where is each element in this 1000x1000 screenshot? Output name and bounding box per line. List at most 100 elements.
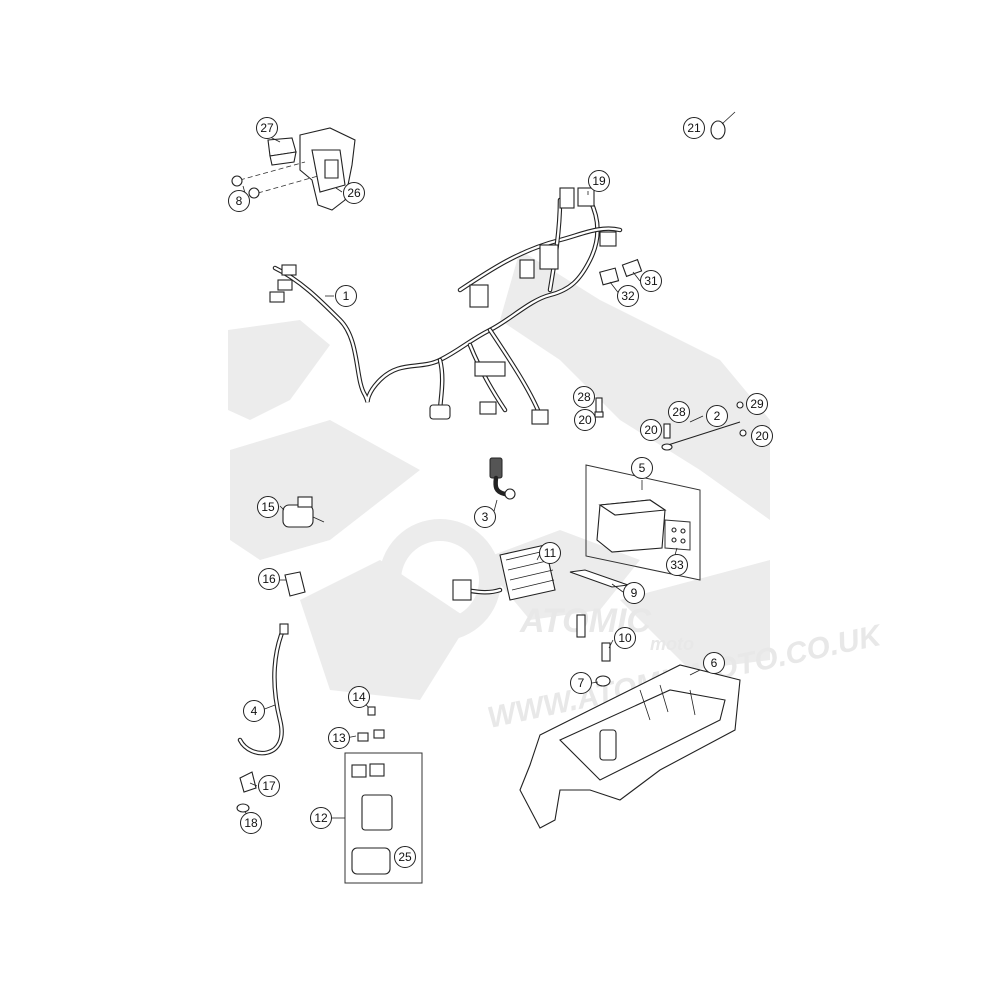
callout-label: 14: [352, 690, 366, 704]
callout-c6: 6: [703, 652, 725, 674]
callout-label: 11: [544, 546, 557, 560]
callout-c7: 7: [570, 672, 592, 694]
callout-label: 1: [343, 289, 350, 303]
callout-circle: [617, 285, 639, 307]
callout-circle: [640, 419, 662, 441]
callout-circle: [474, 506, 496, 528]
connector-19: [577, 187, 595, 207]
callout-circle: [328, 727, 350, 749]
callout-c20a: 20: [574, 409, 596, 431]
callout-c5: 5: [631, 457, 653, 479]
callout-circle: [588, 170, 610, 192]
watermark-graphic: [228, 250, 770, 700]
callout-c21: 21: [683, 117, 705, 139]
callout-c17: 17: [258, 775, 280, 797]
callout-label: 16: [262, 572, 276, 586]
callout-c28a: 28: [573, 386, 595, 408]
callout-label: 25: [398, 850, 412, 864]
callout-c29: 29: [746, 393, 768, 415]
callout-label: 29: [750, 397, 764, 411]
clip-13: [357, 729, 385, 742]
callout-c19: 19: [588, 170, 610, 192]
cable-end-17: [239, 771, 257, 793]
callout-label: 20: [578, 413, 592, 427]
starter-cable: [237, 623, 289, 756]
callout-circle: [348, 686, 370, 708]
callout-circle: [343, 182, 365, 204]
callout-c9: 9: [623, 582, 645, 604]
callout-circle: [573, 386, 595, 408]
callout-circle: [746, 393, 768, 415]
callout-circle: [228, 190, 250, 212]
callout-c28b: 28: [668, 401, 690, 423]
cable-tie: [710, 111, 736, 140]
callout-c13: 13: [328, 727, 350, 749]
callout-c33: 33: [666, 554, 688, 576]
callout-circle: [394, 846, 416, 868]
callout-label: 32: [621, 289, 635, 303]
callout-label: 6: [711, 656, 718, 670]
callout-label: 27: [260, 121, 274, 135]
callout-c2: 2: [706, 405, 728, 427]
callout-circle: [240, 812, 262, 834]
callout-circle: [570, 672, 592, 694]
callout-circle: [751, 425, 773, 447]
main-wiring-harness: [269, 187, 623, 425]
callout-c16: 16: [258, 568, 280, 590]
callout-circle: [614, 627, 636, 649]
callout-circle: [623, 582, 645, 604]
cap-16: [284, 571, 306, 597]
callout-circle: [666, 554, 688, 576]
callout-circle: [574, 409, 596, 431]
callout-label: 28: [577, 390, 591, 404]
clip-14: [367, 706, 376, 716]
battery-tray: [519, 664, 741, 829]
callout-label: 2: [714, 409, 721, 423]
callout-circle: [703, 652, 725, 674]
callout-c18: 18: [240, 812, 262, 834]
fuse-box-group: [344, 752, 423, 884]
callout-c3: 3: [474, 506, 496, 528]
callout-circle: [310, 807, 332, 829]
fastener-7: [595, 675, 611, 687]
callout-c14: 14: [348, 686, 370, 708]
watermark-sub: moto: [650, 634, 694, 654]
callout-label: 15: [261, 500, 275, 514]
callout-c1: 1: [335, 285, 357, 307]
sensor-10: [576, 614, 611, 662]
callout-label: 9: [631, 586, 638, 600]
callout-label: 26: [347, 186, 361, 200]
callout-label: 20: [755, 429, 769, 443]
callout-circle: [640, 270, 662, 292]
callout-c27: 27: [256, 117, 278, 139]
callout-c4: 4: [243, 700, 265, 722]
callout-circle: [258, 568, 280, 590]
callout-label: 17: [262, 779, 276, 793]
callout-label: 18: [244, 816, 258, 830]
callout-c31: 31: [640, 270, 662, 292]
ground-cable: [489, 457, 516, 500]
callout-label: 7: [578, 676, 585, 690]
callout-label: 5: [639, 461, 646, 475]
callout-circle: [706, 405, 728, 427]
callout-label: 20: [644, 423, 658, 437]
callout-label: 4: [251, 704, 258, 718]
ignition-lock-assembly: [231, 127, 356, 211]
callout-label: 28: [672, 405, 686, 419]
nut-18: [236, 803, 250, 813]
callout-c10: 10: [614, 627, 636, 649]
callout-c15: 15: [257, 496, 279, 518]
battery-kit: [585, 464, 701, 581]
callout-circle: [243, 700, 265, 722]
callout-c25: 25: [394, 846, 416, 868]
callout-circle: [257, 496, 279, 518]
callout-c20b: 20: [640, 419, 662, 441]
callout-circle: [668, 401, 690, 423]
callout-label: 13: [332, 731, 346, 745]
callout-label: 10: [618, 631, 632, 645]
callout-c11: 11: [539, 542, 561, 564]
relay-15: [282, 496, 325, 528]
callout-circle: [258, 775, 280, 797]
